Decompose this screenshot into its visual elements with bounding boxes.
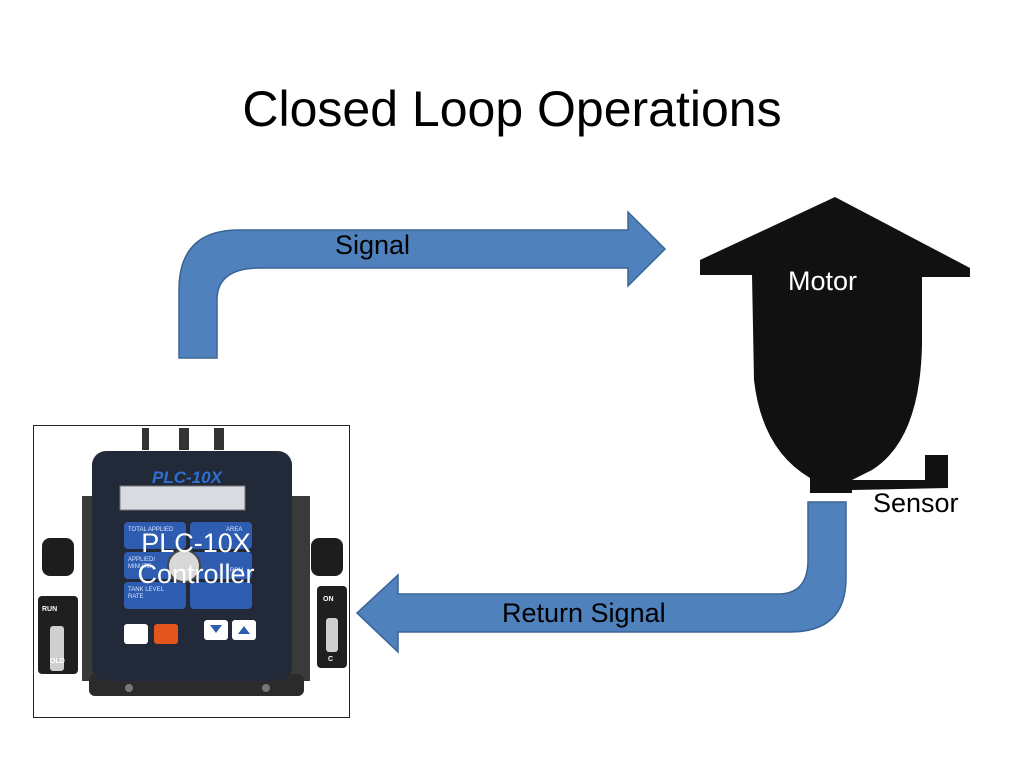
motor-shape: [700, 197, 970, 493]
sensor-label: Sensor: [873, 488, 959, 518]
controller-photo: PLC-10X TOTAL APPLIED AREA APPLIED/ MINU…: [33, 425, 350, 718]
controller-illustration: [38, 428, 347, 696]
panel-label: AREA: [226, 527, 243, 533]
switch-label-hold: OLD: [50, 658, 65, 665]
slide-title: Closed Loop Operations: [242, 81, 782, 137]
device-brand: PLC-10X: [152, 468, 222, 487]
switch-label-c: C: [328, 656, 334, 663]
panel-label: TANK LEVEL RATE: [128, 587, 164, 600]
signal-label: Signal: [335, 230, 411, 260]
switch-label-on: ON: [323, 596, 334, 603]
panel-label: APPLIED/ MINUTE: [128, 557, 156, 570]
panel-label: TOTAL APPLIED: [128, 527, 174, 533]
panel-label: RPM: [230, 568, 244, 574]
motor-label: Motor: [788, 266, 858, 296]
return-signal-label: Return Signal: [502, 598, 666, 628]
sensor-shape: [852, 455, 948, 490]
return-signal-arrow: [355, 501, 847, 654]
switch-label-run: RUN: [42, 606, 58, 613]
controller-label: PLC-10X Controller: [137, 528, 255, 589]
signal-arrow: [178, 210, 667, 359]
